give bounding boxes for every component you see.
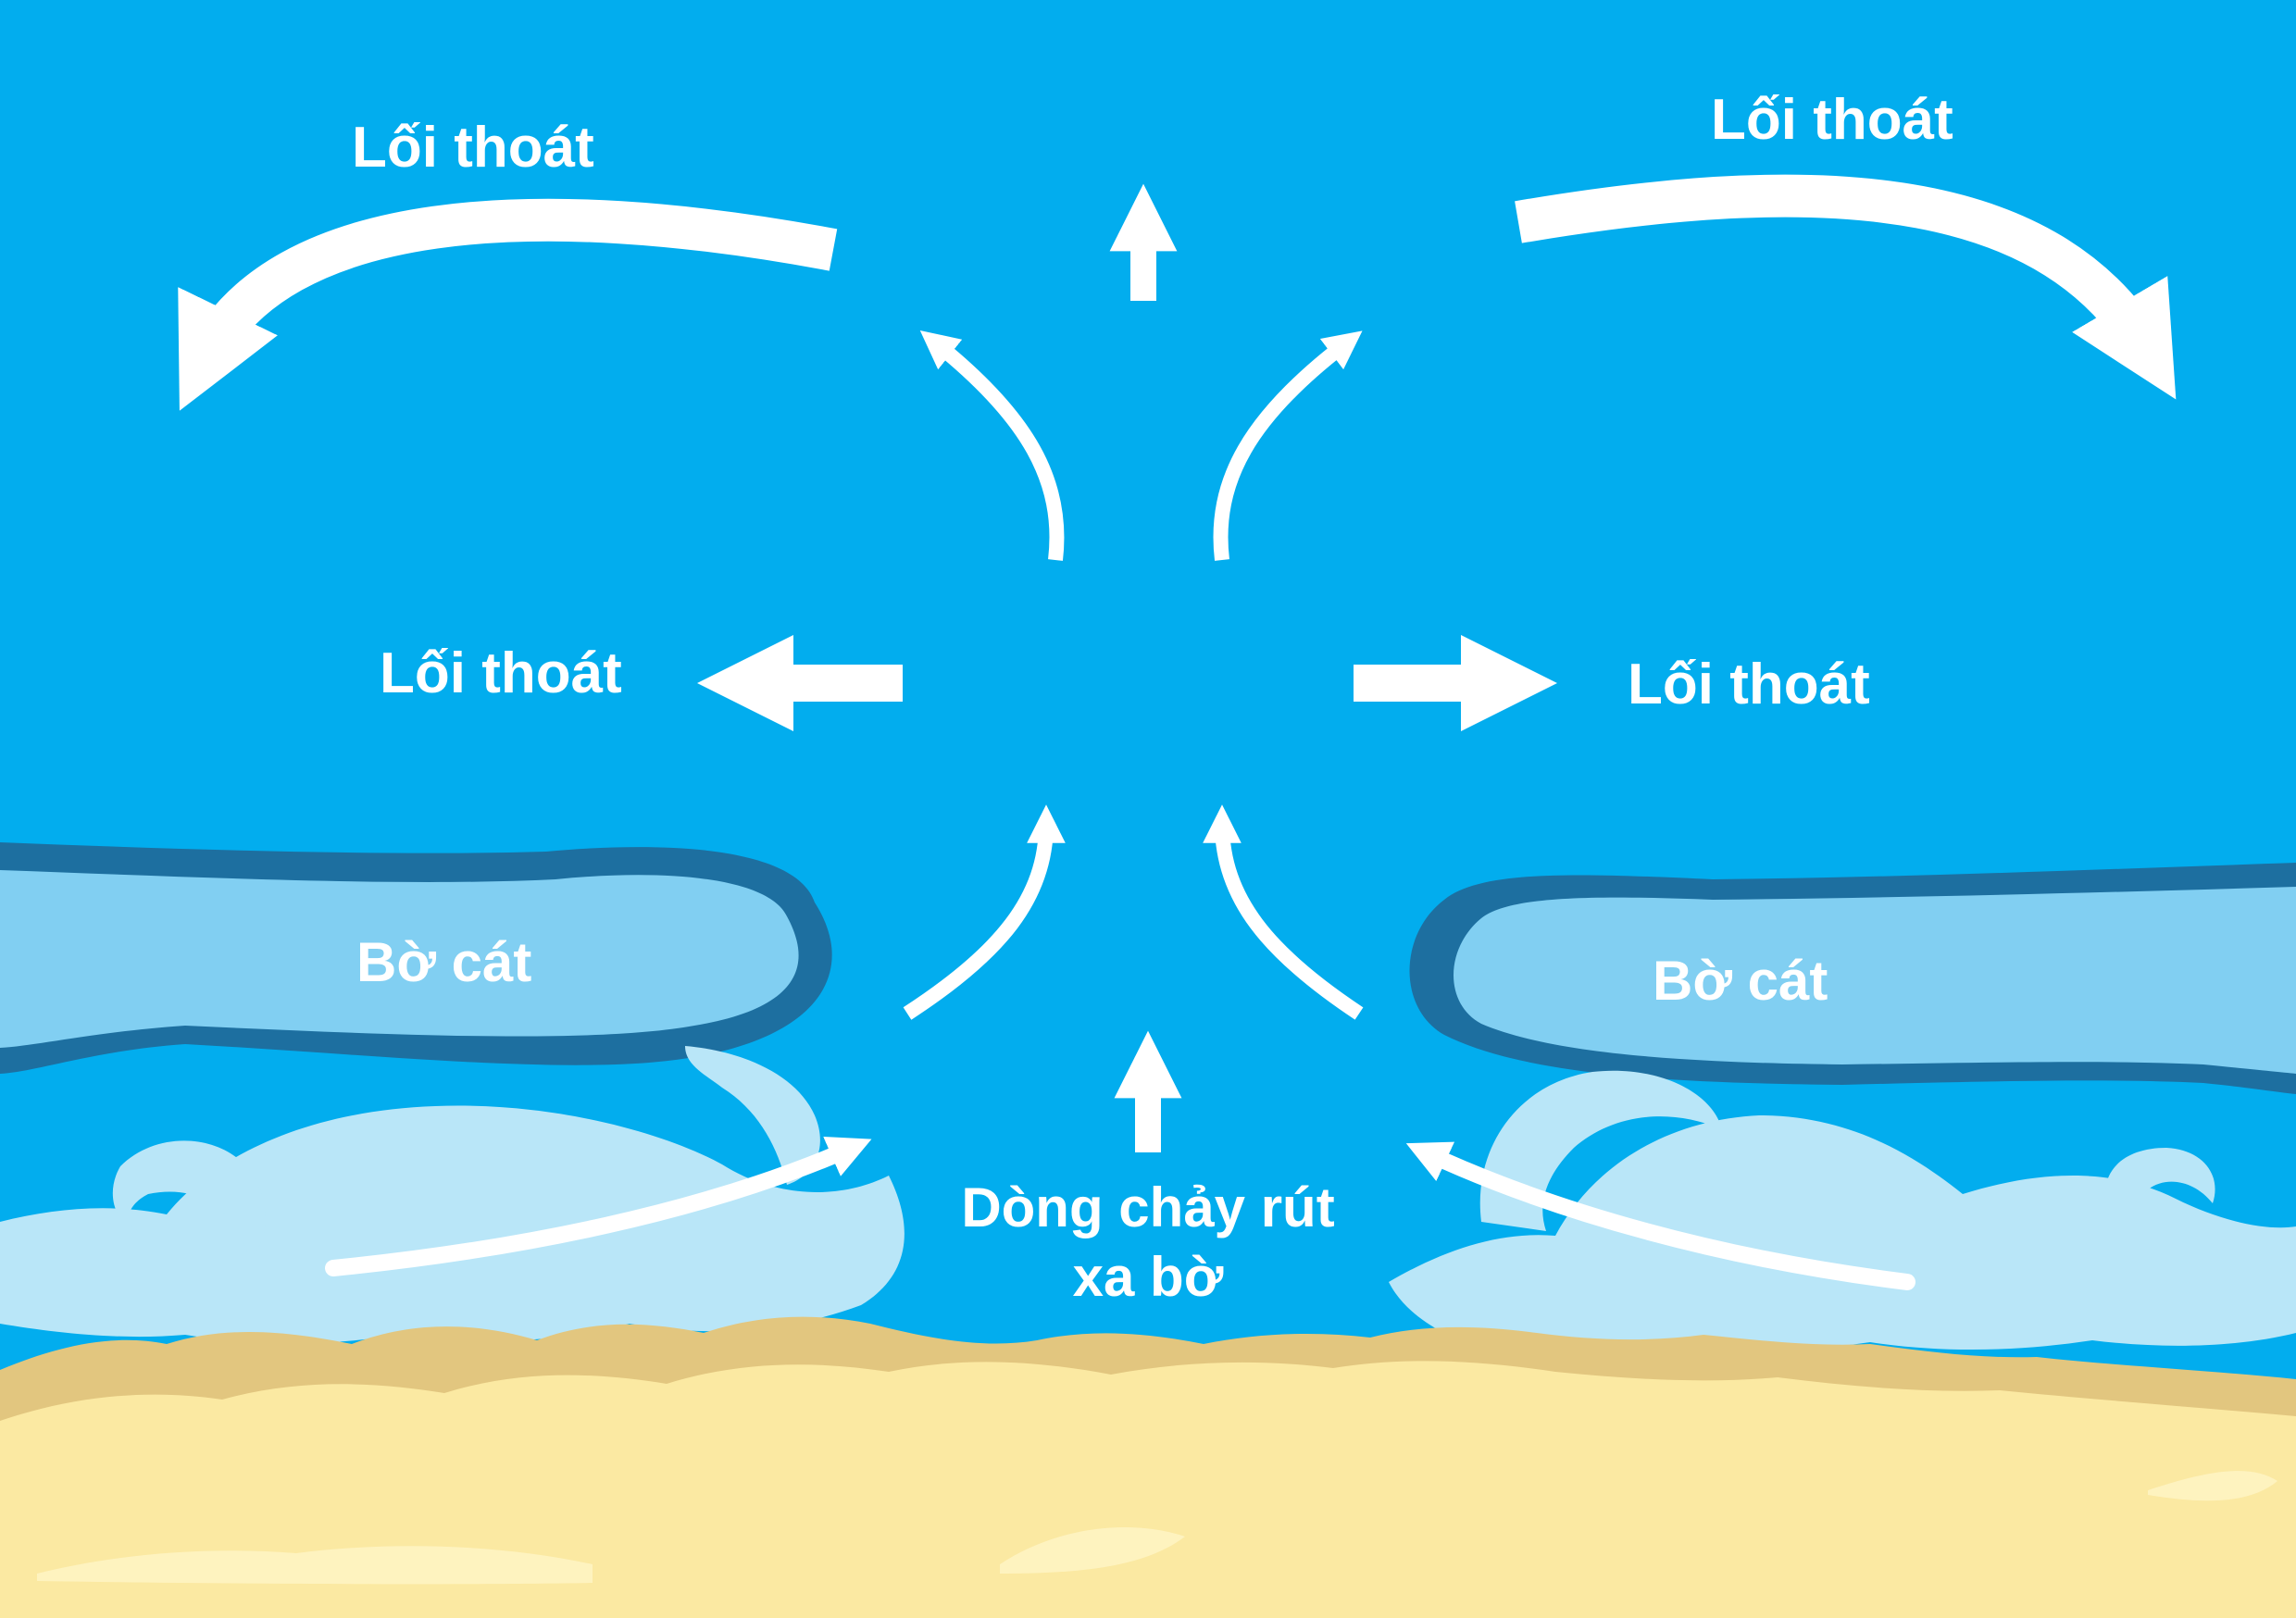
label-sandbar-left: Bờ cát: [356, 931, 531, 993]
label-exit-top-left: Lối thoát: [352, 116, 594, 180]
label-exit-top-right: Lối thoát: [1711, 88, 1953, 152]
diverge-arrow-left: [919, 330, 1065, 561]
waves-left: [0, 1046, 905, 1344]
exit-arc-right: [1515, 174, 2177, 400]
label-sandbar-right: Bờ cát: [1653, 950, 1828, 1012]
label-exit-mid-left: Lối thoát: [380, 641, 622, 705]
label-exit-mid-right: Lối thoát: [1628, 653, 1870, 716]
sandbar-right: [1409, 863, 2296, 1094]
beach-sand: [0, 1316, 2296, 1618]
converge-arrow-right: [1203, 804, 1364, 1020]
feeder-arrow-right: [1405, 1141, 1915, 1290]
sandbar-left: [0, 842, 832, 1074]
exit-arc-left: [178, 198, 838, 411]
feeder-arrow-left: [325, 1136, 872, 1276]
label-rip-current-line2: xa bờ: [1073, 1246, 1224, 1308]
converge-arrow-left: [903, 804, 1066, 1020]
diverge-arrow-right: [1213, 330, 1363, 561]
label-rip-current-line1: Dòng chảy rút: [961, 1176, 1334, 1238]
